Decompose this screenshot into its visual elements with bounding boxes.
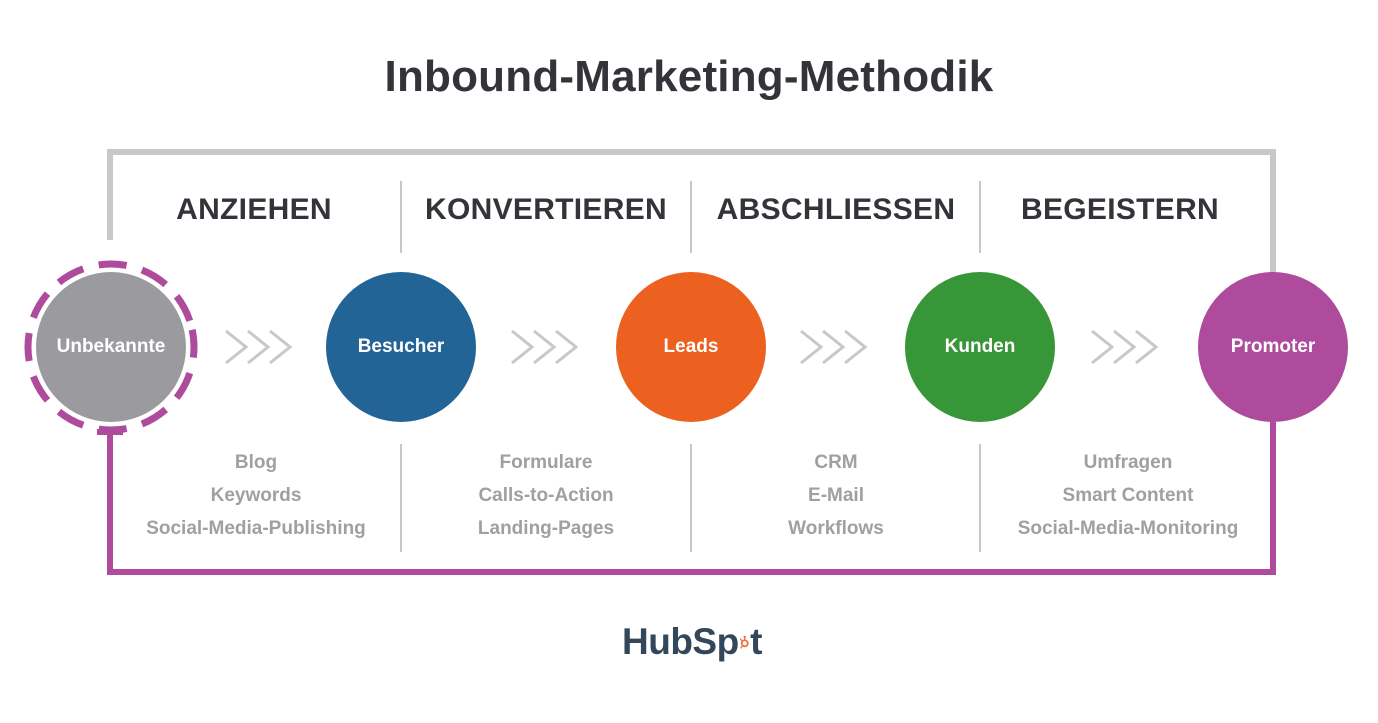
hubspot-logo: HubSp t <box>622 619 762 665</box>
stage-heading-konvertieren: KONVERTIEREN <box>425 193 667 226</box>
node-leads: Leads <box>616 272 766 422</box>
tool-item: Social-Media-Publishing <box>146 518 366 539</box>
tool-item: E-Mail <box>808 485 864 506</box>
tool-list-konvertieren: Formulare Calls-to-Action Landing-Pages <box>401 449 691 548</box>
node-besucher: Besucher <box>326 272 476 422</box>
tool-item: Workflows <box>788 518 884 539</box>
tool-list-begeistern: Umfragen Smart Content Social-Media-Moni… <box>983 449 1273 548</box>
chevron-arrows-icon <box>800 329 868 365</box>
node-promoter: Promoter <box>1198 272 1348 422</box>
top-loop-line <box>107 149 1276 275</box>
tool-item: Blog <box>234 452 278 473</box>
logo-text-end: t <box>750 621 762 662</box>
hubspot-sprocket-icon <box>739 635 749 649</box>
tool-item: Smart Content <box>1062 485 1194 506</box>
tool-item: Calls-to-Action <box>478 485 614 506</box>
tool-item: Umfragen <box>1083 452 1173 473</box>
tool-list-abschliessen: CRM E-Mail Workflows <box>691 449 981 548</box>
bottom-loop-line <box>107 422 1276 575</box>
page-title: Inbound-Marketing-Methodik <box>384 52 994 101</box>
stage-heading-anziehen: ANZIEHEN <box>176 193 332 226</box>
tool-item: Keywords <box>210 485 302 506</box>
tool-item: Formulare <box>499 452 593 473</box>
logo-text-start: HubSp <box>622 621 739 662</box>
tool-list-anziehen: Blog Keywords Social-Media-Publishing <box>111 449 401 548</box>
unbekannte-dashed-ring <box>24 260 198 434</box>
tool-item: Landing-Pages <box>477 518 615 539</box>
stage-heading-abschliessen: ABSCHLIESSEN <box>716 193 956 226</box>
chevron-arrows-icon <box>225 329 293 365</box>
node-kunden: Kunden <box>905 272 1055 422</box>
stage-heading-begeistern: BEGEISTERN <box>1020 193 1220 226</box>
tool-item: CRM <box>814 452 858 473</box>
tool-item: Social-Media-Monitoring <box>1017 518 1239 539</box>
chevron-arrows-icon <box>511 329 579 365</box>
node-unbekannte: Unbekannte <box>36 272 186 422</box>
chevron-arrows-icon <box>1091 329 1159 365</box>
